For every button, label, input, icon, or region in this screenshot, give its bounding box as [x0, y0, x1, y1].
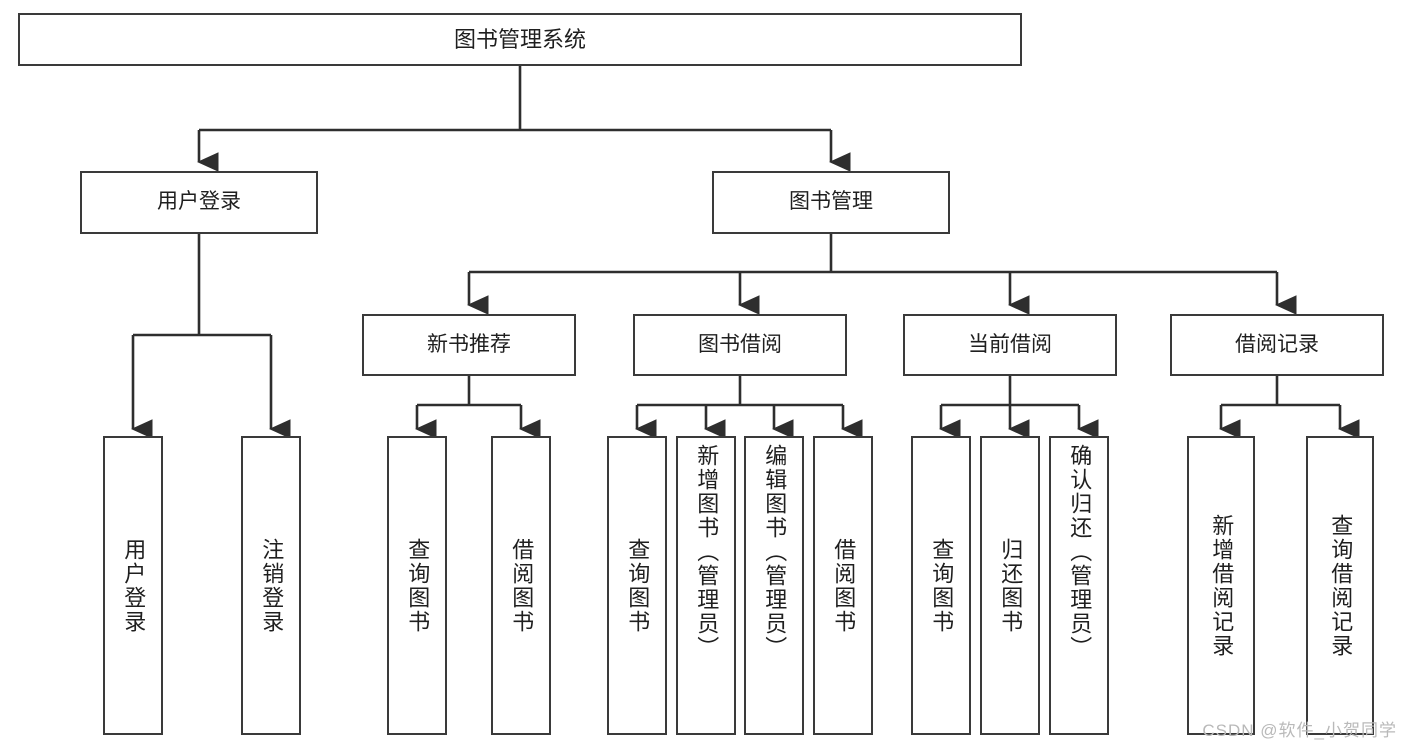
leaf-label: 借阅图书: [509, 537, 535, 634]
node-borrow-record[interactable]: 借阅记录: [1170, 314, 1384, 376]
leaf-query-book-recommend[interactable]: 查询图书: [387, 436, 447, 735]
leaf-label: 用户登录: [121, 537, 147, 634]
node-label: 用户登录: [157, 190, 241, 214]
leaf-label: 查询借阅记录: [1328, 513, 1354, 658]
node-user-login[interactable]: 用户登录: [80, 171, 318, 234]
node-book-management[interactable]: 图书管理: [712, 171, 950, 234]
leaf-logout-login[interactable]: 注销登录: [241, 436, 301, 735]
node-label: 借阅记录: [1235, 332, 1319, 356]
leaf-add-book-admin[interactable]: 新增图书（管理员）: [676, 436, 736, 735]
leaf-add-borrow-record[interactable]: 新增借阅记录: [1187, 436, 1255, 735]
leaf-label: 借阅图书: [831, 537, 857, 634]
leaf-query-borrow-record[interactable]: 查询借阅记录: [1306, 436, 1374, 735]
node-book-borrow[interactable]: 图书借阅: [633, 314, 847, 376]
leaf-label: 查询图书: [625, 537, 651, 634]
node-label: 当前借阅: [968, 332, 1052, 356]
leaf-edit-book-admin[interactable]: 编辑图书（管理员）: [744, 436, 804, 735]
node-label: 图书管理: [789, 190, 873, 214]
node-new-book-recommend[interactable]: 新书推荐: [362, 314, 576, 376]
node-label: 图书借阅: [698, 332, 782, 356]
leaf-label: 查询图书: [929, 537, 955, 634]
node-current-borrow[interactable]: 当前借阅: [903, 314, 1117, 376]
watermark: CSDN @软件_小贺同学: [1202, 721, 1397, 740]
leaf-borrow-book[interactable]: 借阅图书: [813, 436, 873, 735]
leaf-confirm-return-admin[interactable]: 确认归还（管理员）: [1049, 436, 1109, 735]
node-root-book-management-system[interactable]: 图书管理系统: [18, 13, 1022, 66]
leaf-label: 归还图书: [998, 537, 1024, 634]
leaf-label: 注销登录: [259, 537, 285, 634]
leaf-label: 新增图书（管理员）: [694, 444, 720, 660]
node-label: 图书管理系统: [453, 26, 586, 52]
leaf-borrow-book-recommend[interactable]: 借阅图书: [491, 436, 551, 735]
leaf-label: 查询图书: [405, 537, 431, 634]
leaf-return-book[interactable]: 归还图书: [980, 436, 1040, 735]
leaf-user-login[interactable]: 用户登录: [103, 436, 163, 735]
node-label: 新书推荐: [427, 332, 511, 356]
leaf-label: 新增借阅记录: [1209, 513, 1235, 658]
leaf-query-book-borrow[interactable]: 查询图书: [607, 436, 667, 735]
leaf-label: 编辑图书（管理员）: [762, 444, 788, 660]
leaf-label: 确认归还（管理员）: [1067, 444, 1093, 660]
leaf-query-book-current[interactable]: 查询图书: [911, 436, 971, 735]
